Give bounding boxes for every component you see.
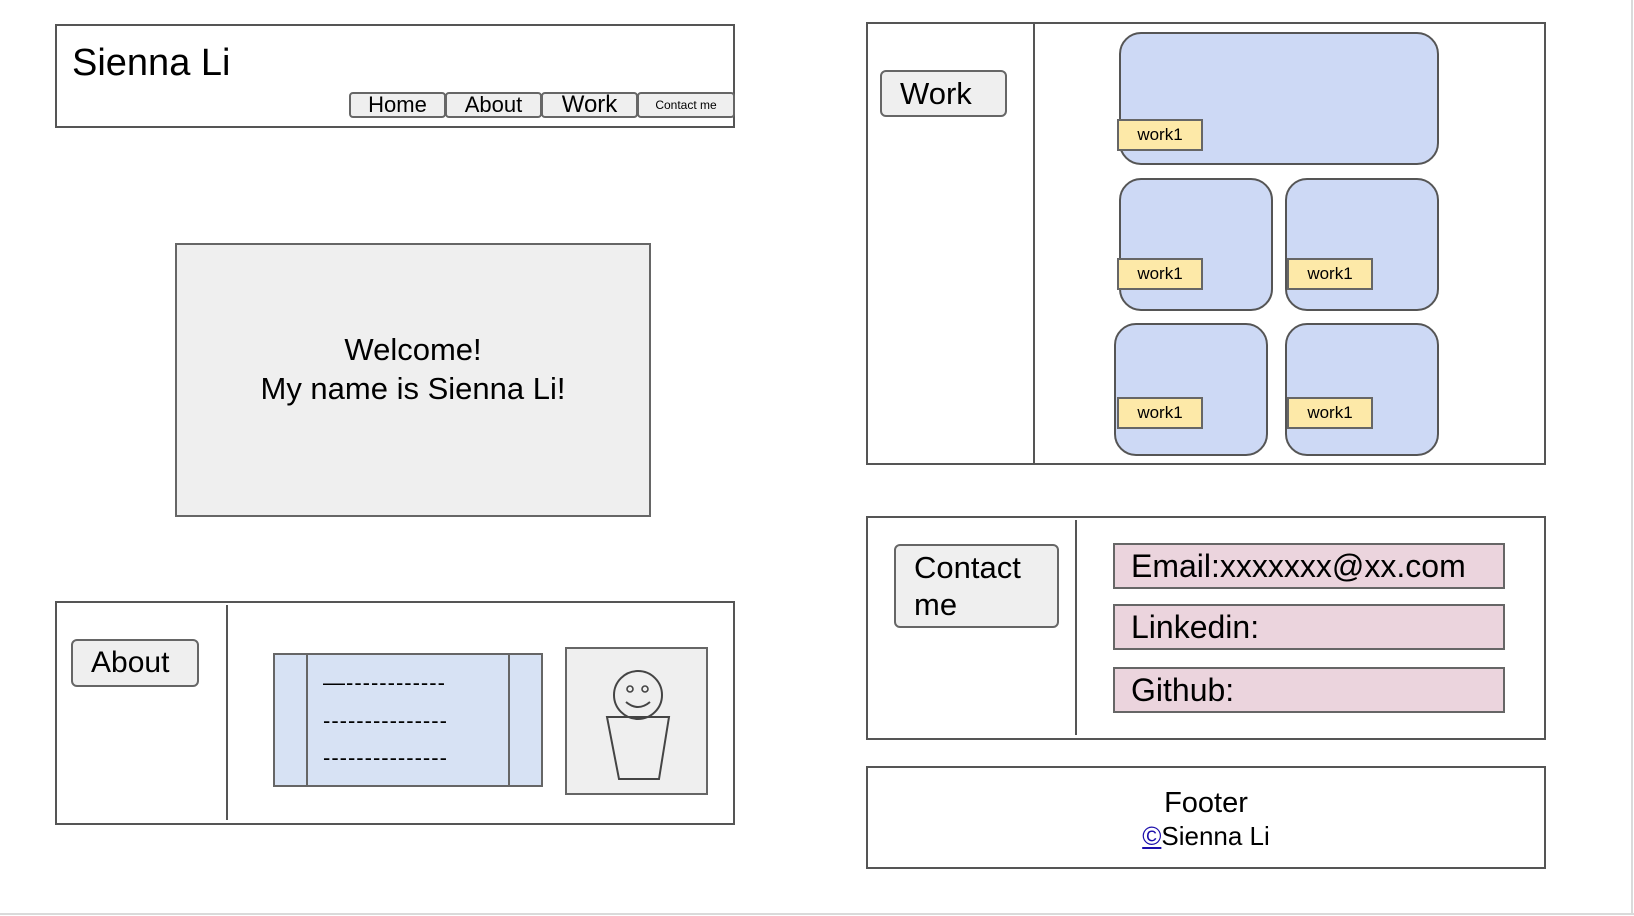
contact-button[interactable]: Contact me xyxy=(894,544,1059,628)
nav-work-button[interactable]: Work xyxy=(541,91,638,118)
canvas-right-edge xyxy=(1631,0,1633,914)
work-card-3[interactable] xyxy=(1285,178,1439,311)
nav-home-button[interactable]: Home xyxy=(349,92,446,118)
contact-button-label: Contact me xyxy=(914,550,1021,622)
hero-line-2: My name is Sienna Li! xyxy=(260,371,566,406)
footer-name: Sienna Li xyxy=(1161,821,1270,851)
site-title: Sienna Li xyxy=(72,42,231,84)
github-field[interactable]: Github: xyxy=(1113,667,1505,713)
linkedin-field[interactable]: Linkedin: xyxy=(1113,604,1505,650)
work-divider xyxy=(1033,24,1035,463)
work-card-4-label: work1 xyxy=(1117,397,1203,429)
footer-copyright: ©Sienna Li xyxy=(1142,820,1270,852)
email-field[interactable]: Email:xxxxxxx@xx.com xyxy=(1113,543,1505,589)
work-card-2[interactable] xyxy=(1119,178,1273,311)
about-text-line-3: --------------- xyxy=(323,745,448,770)
avatar xyxy=(565,647,708,795)
work-card-5-label: work1 xyxy=(1287,397,1373,429)
canvas-bottom-edge xyxy=(0,913,1634,915)
about-text-left-margin xyxy=(306,655,308,785)
person-icon xyxy=(605,670,671,780)
about-text-line-1: —------------ xyxy=(323,670,446,695)
work-card-4[interactable] xyxy=(1114,323,1268,456)
work-card-5[interactable] xyxy=(1285,323,1439,456)
about-divider xyxy=(226,605,228,820)
work-card-3-label: work1 xyxy=(1287,258,1373,290)
nav-about-button[interactable]: About xyxy=(445,92,542,118)
work-card-2-label: work1 xyxy=(1117,258,1203,290)
about-button[interactable]: About xyxy=(71,639,199,687)
nav-contact-button[interactable]: Contact me xyxy=(637,92,735,118)
about-text-block xyxy=(273,653,543,787)
hero-line-1: Welcome! xyxy=(344,332,482,367)
footer-title: Footer xyxy=(1164,787,1248,819)
work-card-1-label: work1 xyxy=(1117,119,1203,151)
about-text-line-2: --------------- xyxy=(323,708,448,733)
contact-divider xyxy=(1075,520,1077,735)
about-text-right-margin xyxy=(508,655,510,785)
hero-box: Welcome! My name is Sienna Li! xyxy=(175,243,651,517)
work-button[interactable]: Work xyxy=(880,70,1007,117)
footer-box: Footer ©Sienna Li xyxy=(866,766,1546,869)
copyright-link[interactable]: © xyxy=(1142,821,1162,851)
